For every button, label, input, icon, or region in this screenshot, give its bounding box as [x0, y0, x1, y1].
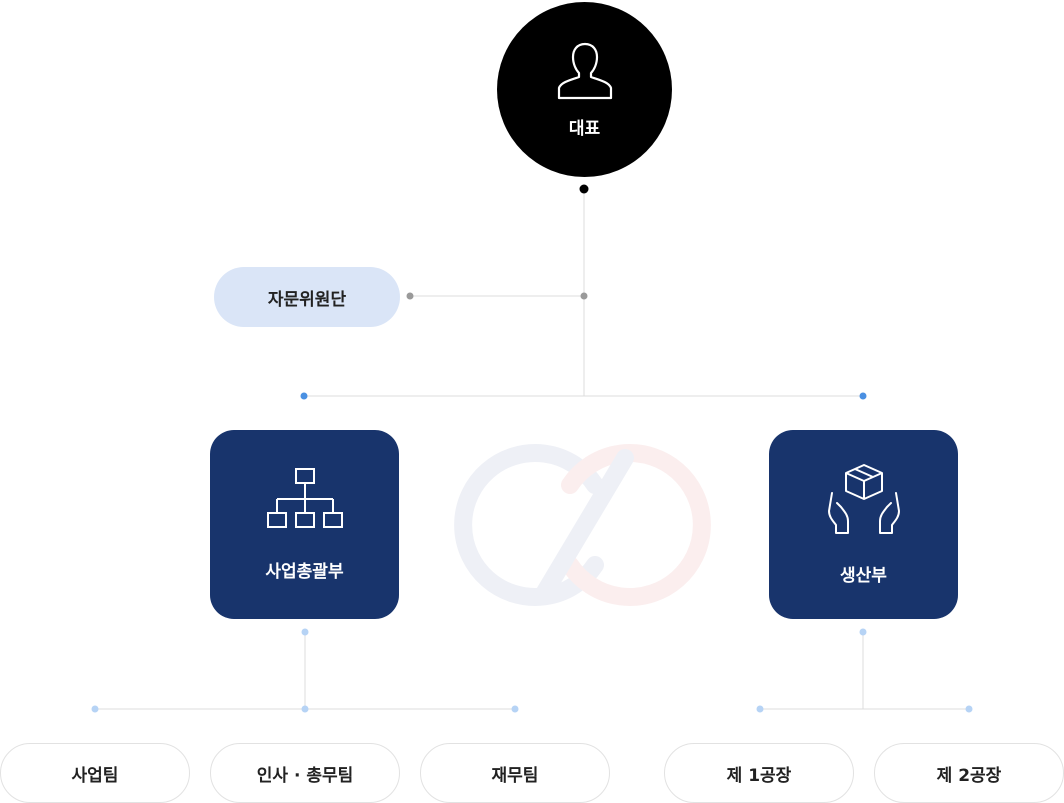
person-icon — [557, 40, 613, 100]
dot-advisory-end — [406, 292, 414, 300]
dot-advisory-junction — [580, 292, 588, 300]
node-business-team: 사업팀 — [0, 743, 190, 803]
business-department-label: 사업총괄부 — [265, 562, 344, 582]
ceo-label: 대표 — [568, 119, 601, 139]
dot-team-1 — [91, 705, 99, 713]
dot-team-3 — [511, 705, 519, 713]
node-hr-team: 인사 · 총무팀 — [210, 743, 400, 803]
team-label: 사업팀 — [71, 765, 119, 786]
node-business-department: 사업총괄부 — [210, 430, 399, 619]
dot-team-2 — [301, 705, 309, 713]
dot-production-bottom — [859, 628, 867, 636]
hands-box-icon — [826, 463, 902, 535]
production-department-label: 생산부 — [840, 566, 887, 586]
node-advisory: 자문위원단 — [214, 267, 400, 327]
team-label: 제 1공장 — [726, 765, 792, 786]
team-label: 인사 · 총무팀 — [256, 765, 354, 786]
watermark-logo-icon — [454, 444, 711, 606]
node-factory-1: 제 1공장 — [664, 743, 854, 803]
node-ceo: 대표 — [497, 2, 672, 177]
team-label: 재무팀 — [491, 765, 539, 786]
node-production-department: 생산부 — [769, 430, 958, 619]
dot-dept-left — [300, 392, 308, 400]
dot-team-4 — [756, 705, 764, 713]
node-finance-team: 재무팀 — [420, 743, 610, 803]
advisory-label: 자문위원단 — [267, 289, 347, 310]
org-chart-icon — [266, 467, 343, 531]
node-factory-2: 제 2공장 — [874, 743, 1064, 803]
dot-ceo — [579, 184, 589, 194]
dot-business-bottom — [301, 628, 309, 636]
dot-dept-right — [859, 392, 867, 400]
team-label: 제 2공장 — [936, 765, 1002, 786]
dot-team-5 — [965, 705, 973, 713]
